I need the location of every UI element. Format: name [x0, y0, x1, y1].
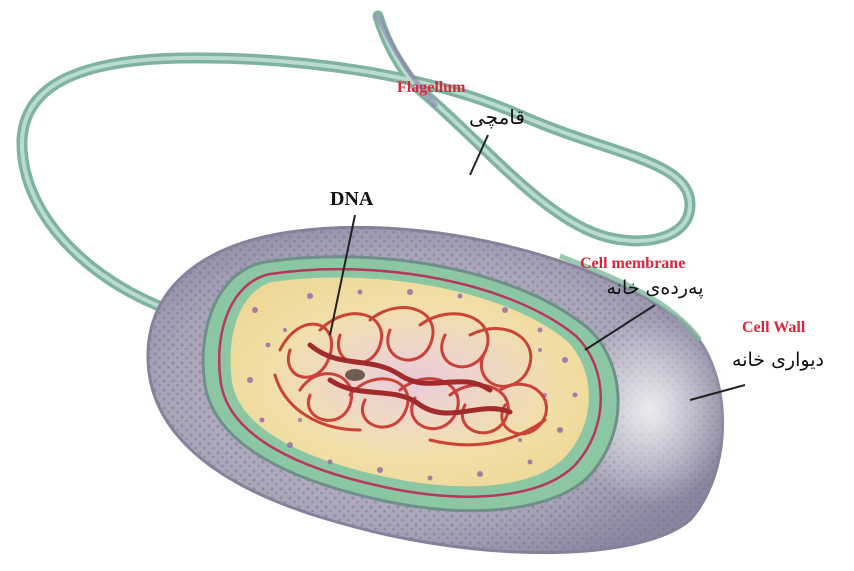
cell-membrane-label-fa: پەردەی خانە [607, 277, 704, 299]
dna-label: DNA [330, 188, 374, 210]
cell-membrane-label-en: Cell membrane [580, 255, 685, 272]
cell-wall-label-en: Cell Wall [742, 319, 806, 336]
dna [265, 302, 565, 458]
flagellum-label-fa: قامچی [469, 105, 525, 129]
flagellum-label-en: Flagellum [397, 79, 466, 96]
cell-wall-label-fa: دیواری خانە [732, 349, 824, 371]
